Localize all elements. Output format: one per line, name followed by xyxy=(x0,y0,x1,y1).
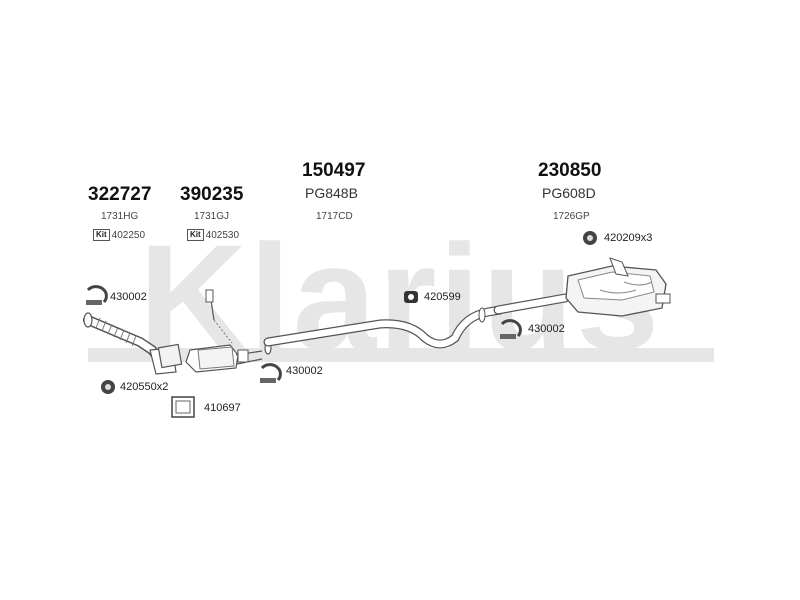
reference-number: 1731GJ xyxy=(194,211,230,222)
part-number[interactable]: 390235 xyxy=(180,184,244,205)
callout-label[interactable]: 430002 xyxy=(110,291,147,303)
part-number[interactable]: 322727 xyxy=(88,184,152,205)
gasket-icon[interactable] xyxy=(171,396,195,418)
part-number[interactable]: 230850 xyxy=(538,160,602,181)
kit-badge: Kit xyxy=(187,229,204,241)
kit-badge: Kit xyxy=(93,229,110,241)
reference-number: 1731HG xyxy=(101,211,139,222)
callout-label[interactable]: 430002 xyxy=(286,365,323,377)
callout-label[interactable]: 410697 xyxy=(204,402,241,414)
clamp-icon[interactable] xyxy=(500,319,522,339)
kit-number: 402250 xyxy=(111,229,146,241)
centre-pipe[interactable] xyxy=(263,305,505,355)
nut-icon[interactable] xyxy=(101,380,115,394)
clamp-icon[interactable] xyxy=(86,285,108,305)
reference-number: 1726GP xyxy=(553,211,590,222)
kit-reference[interactable]: Kit 402250 xyxy=(93,229,145,241)
callout-label[interactable]: 420209x3 xyxy=(604,232,653,244)
part-number[interactable]: 150497 xyxy=(302,160,366,181)
rear-silencer[interactable] xyxy=(493,257,671,317)
kit-number: 402530 xyxy=(205,229,240,241)
lambda-sensor[interactable] xyxy=(205,289,233,344)
rubber-mount-icon[interactable] xyxy=(404,291,418,303)
reference-number: 1717CD xyxy=(316,211,353,222)
oem-number: PG608D xyxy=(542,185,596,201)
oem-number: PG848B xyxy=(305,185,358,201)
callout-label[interactable]: 430002 xyxy=(528,323,565,335)
front-flex-pipe[interactable] xyxy=(83,312,183,375)
nut-icon[interactable] xyxy=(583,231,597,245)
callout-label[interactable]: 420599 xyxy=(424,291,461,303)
clamp-icon[interactable] xyxy=(260,363,282,383)
catalytic-converter[interactable] xyxy=(185,344,263,373)
kit-reference[interactable]: Kit 402530 xyxy=(187,229,239,241)
callout-label[interactable]: 420550x2 xyxy=(120,381,169,393)
